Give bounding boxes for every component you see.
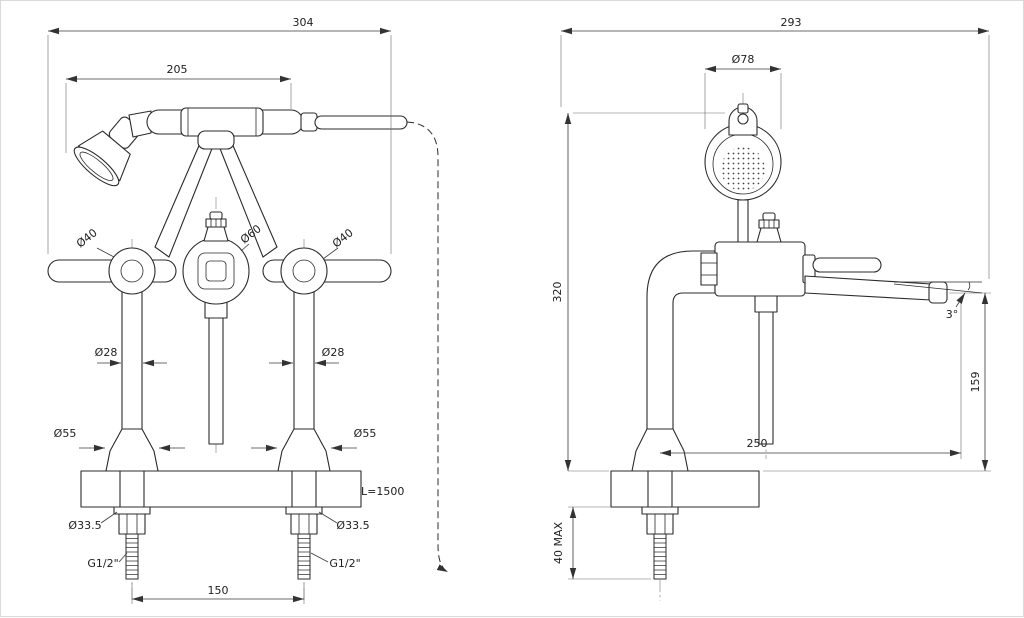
front-left-leg (121, 291, 143, 432)
left-shank-dia-label: Ø33.5 (68, 519, 101, 532)
front-view-drawing (47, 107, 449, 601)
right-base-dia-label: Ø55 (354, 427, 377, 440)
right-shank-dia-label: Ø33.5 (336, 519, 369, 532)
front-right-escutcheon (277, 428, 331, 472)
side-lever-handle (812, 257, 882, 273)
left-base-dia-label: Ø55 (54, 427, 77, 440)
side-mixer-body (714, 241, 806, 297)
hose-dashed-run (406, 121, 449, 573)
side-spray-face (721, 147, 765, 191)
left-riser-dia-label: Ø28 (95, 346, 118, 359)
front-left-washer (113, 506, 151, 515)
side-escutcheon (631, 428, 689, 472)
height-above-deck-label: 320 (551, 282, 564, 303)
front-dimensions: 304 205 Ø40 Ø60 Ø40 Ø28 Ø28 Ø55 Ø55 Ø33.… (47, 16, 404, 604)
spout-height-label: 159 (969, 372, 982, 393)
front-left-escutcheon (105, 428, 159, 472)
front-outlet-tube (208, 317, 224, 445)
mixer-body (182, 237, 250, 305)
front-left-shank (119, 470, 145, 508)
left-valve-dia-label: Ø40 (74, 226, 100, 250)
side-outlet-connector (754, 295, 778, 313)
side-nut (646, 513, 674, 535)
right-thread-label: G1/2" (329, 557, 360, 570)
front-right-leg (293, 291, 315, 432)
front-left-threaded-tail (125, 533, 139, 580)
side-view-drawing (610, 93, 948, 601)
side-handset-stem (737, 199, 749, 243)
front-overall-width-label: 304 (293, 16, 314, 29)
left-thread-label: G1/2" (87, 557, 118, 570)
right-valve-dia-label: Ø40 (330, 226, 356, 250)
front-right-washer (285, 506, 323, 515)
right-riser-dia-label: Ø28 (322, 346, 345, 359)
side-threaded-tail (653, 533, 667, 580)
side-overall-depth-label: 293 (781, 16, 802, 29)
diverter-knob (203, 226, 229, 242)
front-right-nut (290, 513, 318, 535)
side-dimensions: 293 Ø78 320 159 250 40 MAX 3° (551, 16, 991, 580)
inlet-spacing-label: 150 (208, 584, 229, 597)
side-diverter-knob (756, 227, 782, 243)
max-deck-thickness-label: 40 MAX (552, 522, 565, 565)
side-spout (804, 275, 932, 301)
side-outlet-tube (758, 311, 774, 445)
front-right-shank (291, 470, 317, 508)
side-spout-tip (928, 281, 948, 304)
side-washer (641, 506, 679, 515)
front-right-threaded-tail (297, 533, 311, 580)
spout-reach-label: 250 (747, 437, 768, 450)
cradle-cup (197, 130, 235, 150)
hose-solid (314, 115, 408, 130)
spout-angle-label: 3° (946, 308, 959, 321)
hose-length-label: L=1500 (361, 485, 404, 498)
side-deck-section (610, 470, 760, 508)
handset-length-label: 205 (167, 63, 188, 76)
front-left-nut (118, 513, 146, 535)
handshower-neck (128, 110, 152, 138)
handshower-dia-label: Ø78 (732, 53, 755, 66)
right-valve-hub (280, 247, 328, 295)
side-shank (647, 470, 673, 508)
side-union (700, 252, 718, 286)
left-valve-hub (108, 247, 156, 295)
